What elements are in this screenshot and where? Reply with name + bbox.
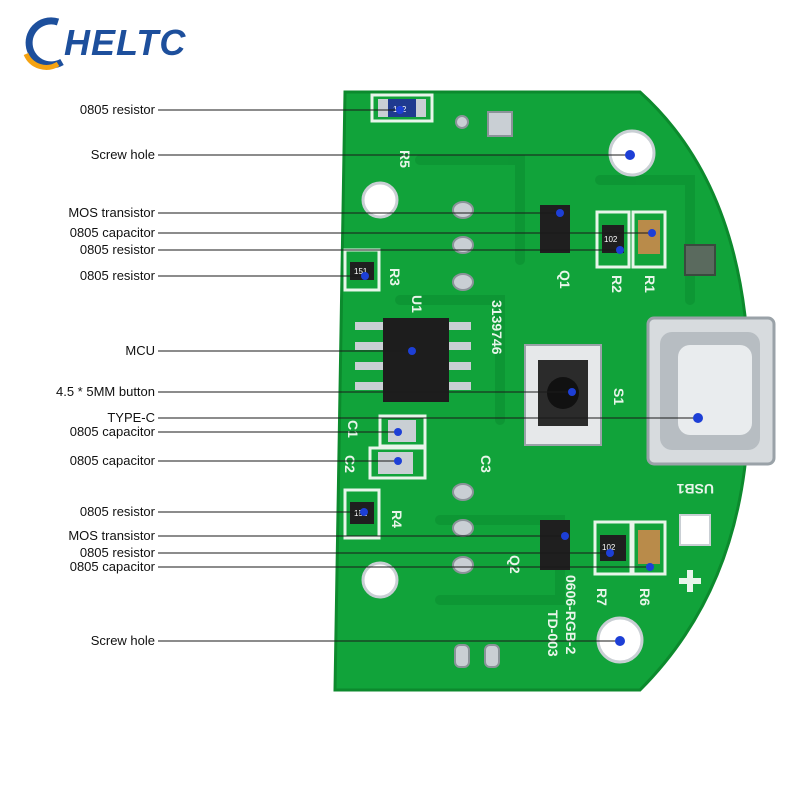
callout-label: 0805 capacitor: [69, 559, 155, 574]
silk-c2: C2: [342, 455, 358, 473]
callout-label: 0805 capacitor: [69, 424, 155, 439]
mark-r2: 102: [604, 235, 618, 244]
callout-label: 0805 resistor: [79, 268, 155, 283]
tactile-button: [524, 344, 602, 446]
callout-label: Screw hole: [90, 147, 155, 162]
callout-label: 0805 resistor: [79, 504, 155, 519]
silk-c3: C3: [478, 455, 494, 473]
silk-usb1: USB1: [676, 481, 714, 497]
silk-model: TD-003: [545, 610, 561, 657]
silk-c1: C1: [345, 420, 361, 438]
callout-label: MOS transistor: [68, 205, 155, 220]
callout-label: Screw hole: [90, 633, 155, 648]
silk-r6: R6: [637, 588, 653, 606]
callout-label: 0805 capacitor: [69, 453, 155, 468]
pad-column-top: [452, 201, 474, 291]
logo-swoosh-icon: [23, 17, 64, 70]
usb-c-connector: [646, 316, 776, 466]
pad-square-top: [487, 111, 513, 137]
mcu-chip: [355, 318, 471, 402]
pad-bottom-wires: [454, 644, 500, 668]
callout-label: MCU: [125, 343, 155, 358]
silk-r5: R5: [397, 150, 413, 168]
via-top: [455, 115, 469, 129]
callout-label: MOS transistor: [68, 528, 155, 543]
callout-label: 0805 resistor: [79, 102, 155, 117]
brand-name: HELTC: [64, 22, 187, 63]
silk-s1: S1: [611, 388, 627, 405]
pad-column-bottom: [452, 483, 474, 574]
silk-r1: R1: [642, 275, 658, 293]
silk-q1: Q1: [557, 270, 573, 289]
callout-label: 0805 resistor: [79, 545, 155, 560]
brand-logo: HELTC: [18, 14, 188, 70]
silk-r3: R3: [387, 268, 403, 286]
callout-label: 0805 capacitor: [69, 225, 155, 240]
callout-label: 0805 resistor: [79, 242, 155, 257]
mark-r3: 151: [354, 267, 368, 276]
leader-dots: [360, 106, 703, 646]
screw-hole-left-bottom: [361, 561, 399, 599]
screw-hole-left-top: [361, 181, 399, 219]
silk-q2: Q2: [507, 555, 523, 574]
silk-r7: R7: [594, 588, 610, 606]
leader-lines: [158, 109, 698, 642]
callout-label: TYPE-C: [107, 410, 155, 425]
mos-transistor-q1: [540, 205, 570, 253]
silk-u1: U1: [409, 295, 425, 313]
silk-board-number: 3139746: [489, 300, 505, 355]
pad-plus-right: [679, 514, 711, 546]
smd-parts: [343, 93, 667, 576]
silk-variant: 0606-RGB-2: [563, 575, 579, 655]
mos-transistor-q2: [540, 520, 570, 570]
plus-icon: [679, 570, 701, 592]
callout-label: 4.5 * 5MM button: [56, 384, 155, 399]
silk-r4: R4: [389, 510, 405, 528]
mark-r7: 102: [602, 543, 616, 552]
pad-square-right: [684, 244, 716, 276]
silk-r2: R2: [609, 275, 625, 293]
